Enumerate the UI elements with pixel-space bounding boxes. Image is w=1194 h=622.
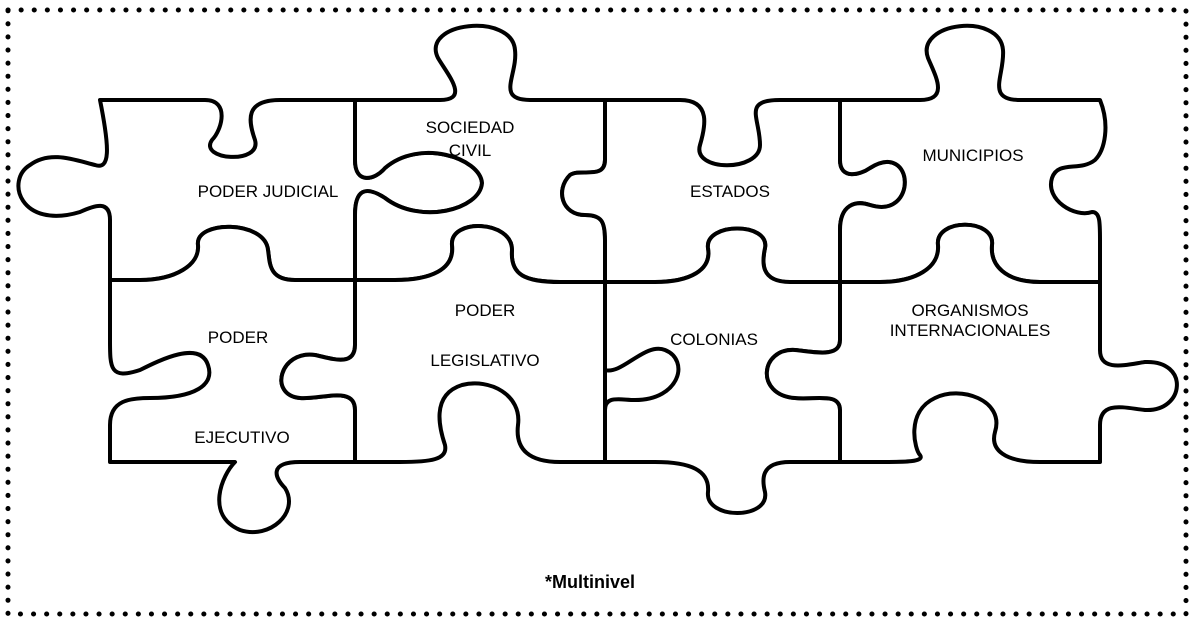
- label-colonias: COLONIAS: [670, 330, 758, 349]
- label-poder-legislativo-line1: PODER: [454, 301, 516, 320]
- label-organismos-line2: INTERNACIONALES: [889, 321, 1051, 340]
- piece-municipios: [838, 23, 1108, 284]
- label-organismos-line1: ORGANISMOS: [911, 301, 1029, 320]
- label-sociedad-civil-line1: SOCIEDAD: [425, 118, 515, 137]
- piece-poder-ejecutivo: [108, 224, 357, 534]
- label-sociedad-civil-line2: CIVIL: [448, 141, 492, 160]
- label-municipios: MUNICIPIOS: [922, 146, 1024, 165]
- label-poder-legislativo-line2: LEGISLATIVO: [430, 351, 540, 370]
- piece-poder-legislativo: [279, 224, 607, 464]
- label-poder-ejecutivo-line2: EJECUTIVO: [194, 428, 290, 447]
- label-poder-judicial: PODER JUDICIAL: [197, 182, 339, 201]
- caption-multinivel: *Multinivel: [544, 572, 636, 592]
- piece-organismos-internacionales: [764, 222, 1179, 464]
- label-poder-ejecutivo-line1: PODER: [207, 328, 269, 347]
- dotted-frame: [5, 7, 1189, 617]
- label-estados: ESTADOS: [690, 182, 770, 201]
